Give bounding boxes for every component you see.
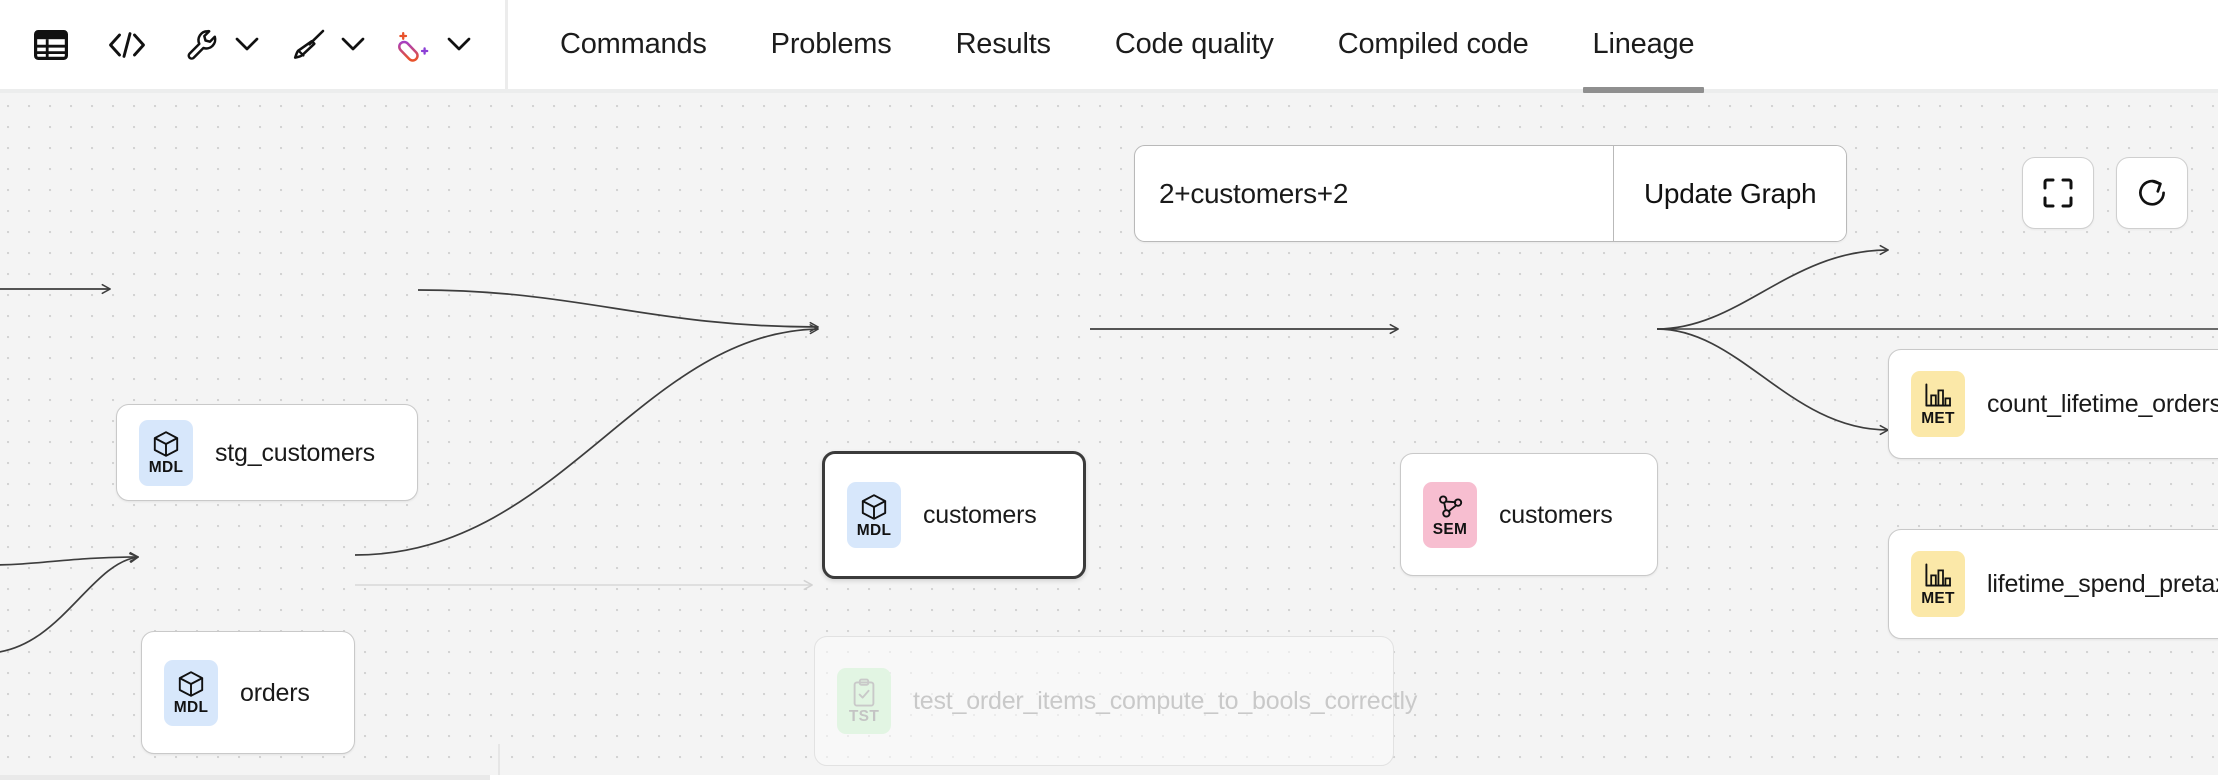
lineage-canvas[interactable]: MDL stg_customers MDL orders	[0, 93, 2218, 780]
horizontal-scrollbar[interactable]	[0, 775, 2218, 780]
toolbar-divider	[505, 0, 508, 89]
editor-toolbar	[0, 0, 478, 89]
edge-sem-to-lifetime-spend-pretax	[1656, 328, 1889, 436]
tab-lineage[interactable]: Lineage	[1561, 0, 1727, 93]
bar-chart-icon	[1925, 383, 1951, 407]
wrench-glyph	[187, 29, 217, 60]
badge-label: SEM	[1432, 521, 1468, 539]
node-label: stg_customers	[215, 438, 375, 467]
node-label: orders	[240, 678, 310, 707]
badge-label: MDL	[148, 459, 184, 477]
tab-results[interactable]: Results	[924, 0, 1083, 89]
fit-view-icon	[2043, 178, 2073, 208]
build-chevron-down-icon[interactable]	[228, 19, 266, 71]
wrench-icon[interactable]	[174, 16, 232, 74]
node-label: test_order_items_compute_to_bools_correc…	[913, 687, 1418, 715]
tab-compiled-code[interactable]: Compiled code	[1306, 0, 1561, 89]
met-badge: MET	[1911, 551, 1965, 617]
badge-label: MDL	[173, 699, 209, 717]
edge-sem-to-count-lifetime-orders	[1656, 244, 1889, 330]
clean-chevron-down-icon[interactable]	[334, 19, 372, 71]
update-graph-button[interactable]: Update Graph	[1613, 146, 1847, 241]
cube-icon	[153, 431, 179, 457]
fit-view-button[interactable]	[2022, 157, 2094, 229]
edge-stg-customers-to-customers	[417, 289, 819, 333]
lineage-node-customers-semantic[interactable]: SEM customers	[1400, 453, 1658, 576]
table-view-glyph	[34, 29, 68, 60]
refresh-icon	[2139, 179, 2165, 206]
lineage-node-test-order-items[interactable]: TST test_order_items_compute_to_bools_co…	[814, 636, 1418, 766]
scroll-divider	[498, 744, 500, 780]
edge-in-orders-a	[0, 551, 139, 566]
cube-icon	[178, 671, 204, 697]
mdl-badge: MDL	[139, 419, 193, 486]
badge-label: MET	[1921, 589, 1955, 607]
node-label: customers	[923, 501, 1037, 529]
sem-badge: SEM	[1423, 481, 1477, 548]
panel-tabs: Commands Problems Results Code quality C…	[528, 0, 1727, 93]
met-badge: MET	[1911, 371, 1965, 437]
node-label: lifetime_spend_pretax	[1987, 570, 2218, 598]
graph-selector-bar: Update Graph	[1134, 145, 1848, 242]
code-icon[interactable]	[98, 16, 156, 74]
build-tool-group	[174, 16, 266, 74]
chevron-down-glyph	[235, 37, 259, 51]
chevron-down-glyph	[447, 37, 471, 51]
badge-label: MET	[1921, 409, 1955, 427]
cube-icon	[861, 494, 887, 520]
lineage-node-stg-customers[interactable]: MDL stg_customers	[116, 404, 418, 501]
mdl-badge: MDL	[847, 482, 901, 548]
test-clipboard-icon	[853, 678, 875, 707]
broom-glyph	[293, 29, 325, 59]
lineage-node-orders[interactable]: MDL orders	[141, 631, 355, 754]
broom-icon[interactable]	[280, 16, 338, 74]
code-glyph	[109, 31, 145, 58]
node-label: customers	[1499, 500, 1613, 529]
badge-label: MDL	[856, 521, 892, 539]
graph-selector-input[interactable]	[1135, 146, 1613, 241]
lineage-node-lifetime-spend-pretax[interactable]: MET lifetime_spend_pretax	[1888, 529, 2218, 639]
edge-orders-to-customers	[354, 324, 819, 556]
magic-wand-glyph	[398, 31, 429, 62]
magic-wand-icon[interactable]	[386, 16, 444, 74]
tab-commands[interactable]: Commands	[528, 0, 739, 89]
ai-chevron-down-icon[interactable]	[440, 19, 478, 71]
tab-problems[interactable]: Problems	[739, 0, 924, 89]
refresh-button[interactable]	[2116, 157, 2188, 229]
semantic-graph-icon	[1439, 495, 1463, 518]
tab-code-quality[interactable]: Code quality	[1083, 0, 1306, 89]
canvas-controls	[2022, 157, 2188, 229]
scrollbar-thumb[interactable]	[0, 775, 490, 780]
lineage-node-customers-model[interactable]: MDL customers	[822, 451, 1086, 579]
lineage-node-count-lifetime-orders[interactable]: MET count_lifetime_orders	[1888, 349, 2218, 459]
node-label: count_lifetime_orders	[1987, 390, 2218, 418]
ai-tool-group	[386, 16, 478, 74]
bar-chart-icon	[1925, 563, 1951, 587]
table-view-icon[interactable]	[22, 16, 80, 74]
tst-badge: TST	[837, 668, 891, 734]
badge-label: TST	[848, 707, 880, 725]
chevron-down-glyph	[341, 37, 365, 51]
clean-tool-group	[280, 16, 372, 74]
edge-in-orders-b	[0, 552, 139, 653]
app-header: Commands Problems Results Code quality C…	[0, 0, 2218, 93]
mdl-badge: MDL	[164, 659, 218, 726]
